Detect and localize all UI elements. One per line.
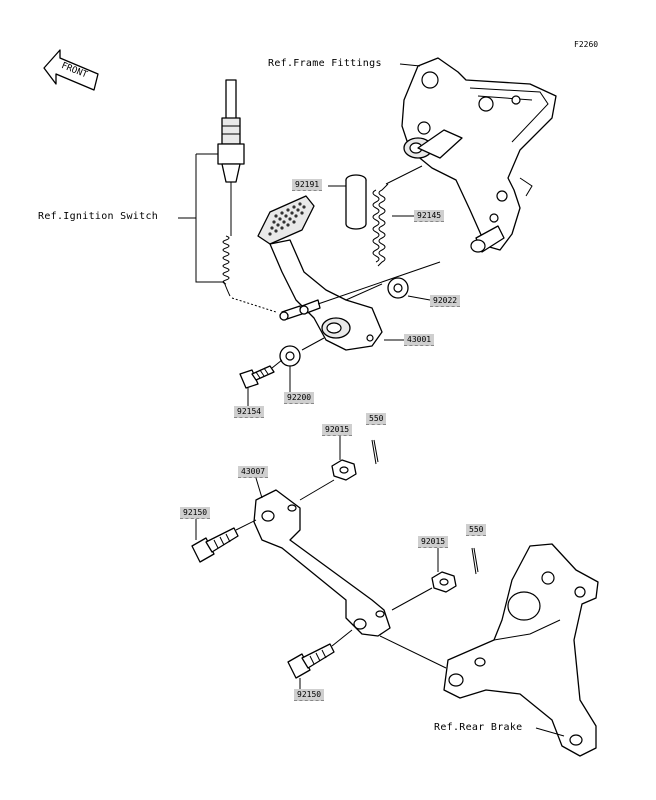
part-number-92015-upper: 92015 xyxy=(322,424,353,436)
bolt-92150-upper xyxy=(191,527,239,563)
part-number-92015-lower: 92015 xyxy=(418,536,449,548)
nut-92015-upper xyxy=(331,459,357,481)
part-number-92150-lower: 92150 xyxy=(294,689,325,701)
ref-rear-brake-label: Ref.Rear Brake xyxy=(434,722,523,733)
nut-92015-lower xyxy=(431,571,457,593)
cotter-pin-550-lower xyxy=(471,547,479,575)
bolt-92150-lower xyxy=(287,643,335,679)
part-number-92145: 92145 xyxy=(414,210,445,222)
part-number-92191: 92191 xyxy=(292,179,323,191)
bolt-92154 xyxy=(239,365,275,389)
return-spring-92145 xyxy=(372,183,389,267)
part-number-43007: 43007 xyxy=(238,466,269,478)
front-arrow-icon: FRONT xyxy=(43,49,99,91)
part-number-92150-upper: 92150 xyxy=(180,507,211,519)
brake-rod-43007 xyxy=(253,489,391,637)
part-number-92022: 92022 xyxy=(430,295,461,307)
frame-fitting-bracket xyxy=(401,57,557,253)
brake-light-switch xyxy=(217,79,245,297)
cotter-pin-550-upper xyxy=(371,439,379,465)
part-number-92154: 92154 xyxy=(234,406,265,418)
brake-pedal-43001 xyxy=(257,195,383,351)
part-number-550-upper: 550 xyxy=(366,413,387,425)
washer-92200 xyxy=(279,345,301,367)
rear-brake-lever xyxy=(443,543,599,757)
ref-ignition-switch-label: Ref.Ignition Switch xyxy=(38,211,159,222)
ref-frame-fittings-label: Ref.Frame Fittings xyxy=(268,58,382,69)
part-number-92200: 92200 xyxy=(284,392,315,404)
part-number-550-lower: 550 xyxy=(466,524,487,536)
figure-code: F2260 xyxy=(574,40,599,49)
washer-92022 xyxy=(387,277,409,299)
part-number-43001: 43001 xyxy=(404,334,435,346)
collar-92191 xyxy=(345,174,367,230)
